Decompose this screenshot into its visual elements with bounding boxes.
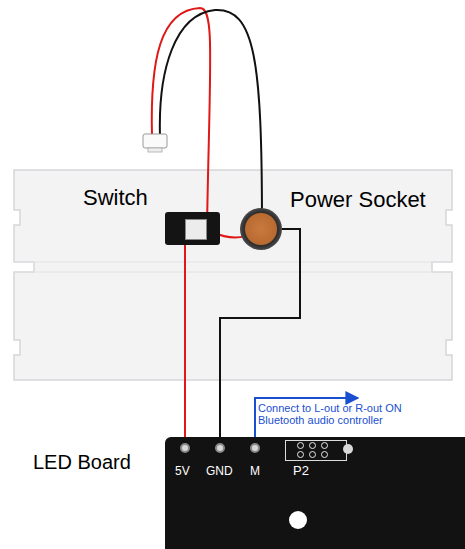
header-hole — [297, 451, 304, 458]
pin-label: M — [250, 465, 260, 478]
acrylic-panel — [14, 170, 452, 380]
switch: Switch — [165, 212, 220, 245]
part-label: LED Board — [33, 451, 131, 473]
rocker — [185, 219, 207, 240]
solder-pad — [215, 443, 225, 453]
connector-label: P2 — [293, 464, 309, 478]
header-hole — [321, 451, 328, 458]
part-label: Switch — [83, 186, 148, 210]
header-hole — [309, 451, 316, 458]
header-hole — [321, 442, 328, 449]
solder-pad — [180, 443, 190, 453]
jst-plug-latch — [148, 148, 162, 152]
jst-plug — [143, 134, 167, 148]
pad — [343, 444, 353, 454]
led-board: LED Board5VGNDMP2 — [165, 437, 465, 549]
wire — [184, 245, 186, 437]
mounting-hole — [289, 511, 307, 529]
header-hole — [309, 442, 316, 449]
panel-fold — [14, 272, 452, 273]
p2-outline — [285, 440, 347, 461]
pin-label: GND — [206, 465, 233, 478]
pin-label: 5V — [175, 465, 190, 478]
solder-pad — [250, 443, 260, 453]
callout-note: Connect to L-out or R-out ON Bluetooth a… — [258, 402, 448, 426]
header-hole — [297, 442, 304, 449]
part-label: Power Socket — [290, 188, 426, 212]
black-lead — [160, 10, 262, 226]
power-socket: Power Socket — [240, 208, 282, 250]
signal-note: Connect to L-out or R-out ON Bluetooth a… — [258, 402, 448, 426]
panel-fold — [14, 262, 452, 263]
